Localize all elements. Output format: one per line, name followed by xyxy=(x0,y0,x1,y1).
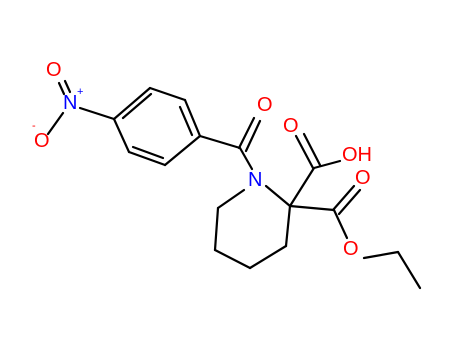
ester-carbonyl-oxygen-label: O xyxy=(355,167,371,189)
bond-acid-c-oh xyxy=(312,159,342,170)
ester-oxygen-label: O xyxy=(343,238,359,260)
bond-ester-co-double xyxy=(337,188,362,216)
ring-nitrogen-label: N xyxy=(248,169,262,191)
acid-hydroxyl-label: OH xyxy=(342,144,372,166)
bond-benzene-6 xyxy=(112,117,131,154)
bond-benzene-5 xyxy=(127,150,167,167)
nitro-oxygen-bottom-label: O xyxy=(34,130,50,152)
bond-c3-c4 xyxy=(248,244,288,270)
bond-benzene-2 xyxy=(148,86,187,102)
bond-c5-c6 xyxy=(213,206,220,252)
bond-c2-acid-carbon xyxy=(288,166,316,208)
bond-carbonyl-n xyxy=(238,146,254,171)
bond-nitro-n-o-top xyxy=(57,81,66,96)
bond-ester-c-o xyxy=(332,208,349,240)
acid-carbonyl-oxygen-label: O xyxy=(283,115,299,137)
bond-nitro-n-aryl xyxy=(78,106,116,121)
bond-nitro-n-o-bottom xyxy=(46,111,65,136)
bond-aryl-carbonyl xyxy=(198,134,242,150)
bond-c2-c3 xyxy=(284,204,292,248)
bond-amide-co-double xyxy=(244,119,262,153)
bond-group xyxy=(46,79,422,290)
bond-benzene-4 xyxy=(163,134,202,167)
bond-ethyl-ch2-ch3 xyxy=(396,250,422,290)
bond-ester-co xyxy=(331,184,356,212)
bond-benzene-3 xyxy=(183,98,202,138)
nitro-oxygen-top-label: O xyxy=(46,59,62,81)
bond-c6-n xyxy=(216,188,246,210)
bond-benzene-5-inner xyxy=(131,145,165,160)
bond-nitro-n-o-top-double xyxy=(63,79,72,94)
bond-acid-co-double xyxy=(302,132,322,167)
bond-benzene-3-inner xyxy=(178,105,194,137)
bond-c2-ester-carbon xyxy=(288,204,336,212)
bond-benzene-1 xyxy=(112,86,152,121)
nitro-nitrogen-label: N xyxy=(63,92,77,114)
nitro-nitrogen-charge: + xyxy=(77,86,83,98)
bond-benzene-1-inner xyxy=(121,92,153,120)
atom-label-group: N + O O - O N O OH O O xyxy=(32,59,372,260)
bond-ester-o-ch2 xyxy=(362,250,400,260)
bond-acid-co xyxy=(294,134,315,170)
bond-n-c2 xyxy=(264,184,292,208)
bond-amide-co xyxy=(237,116,256,150)
bond-c4-c5 xyxy=(213,248,252,270)
amide-oxygen-label: O xyxy=(257,94,273,116)
nitro-oxygen-bottom-charge: - xyxy=(32,120,36,132)
